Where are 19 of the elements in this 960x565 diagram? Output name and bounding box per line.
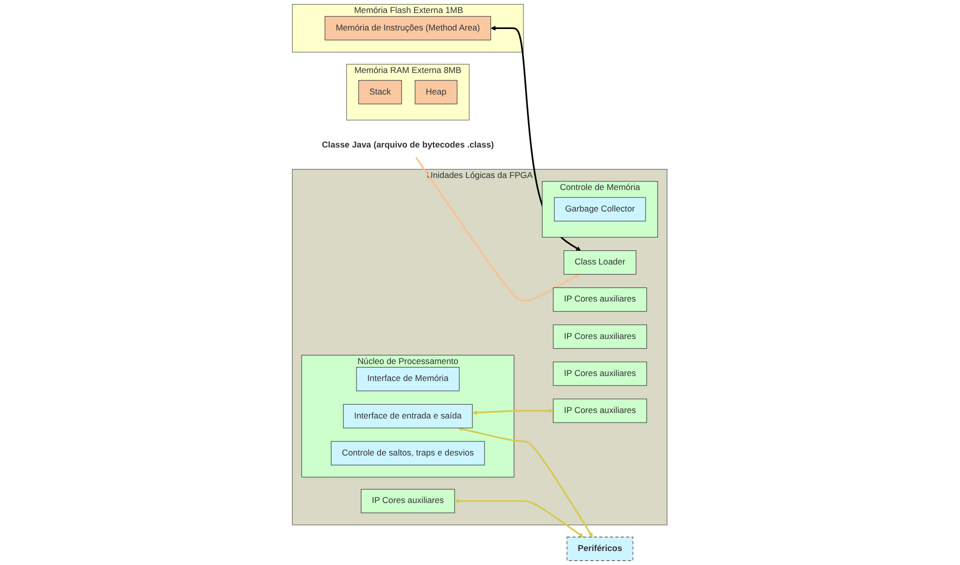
arrow — [458, 426, 594, 538]
node-box: IP Cores auxiliares — [553, 324, 648, 349]
arrow — [416, 156, 580, 302]
node-box: Controle de saltos, traps e desvios — [331, 441, 486, 466]
node-text: Classe Java (arquivo de bytecodes .class) — [322, 140, 494, 150]
node-box: Memória de Instruções (Method Area) — [325, 16, 492, 40]
node-box: Periféricos — [567, 536, 634, 561]
node-box: Heap — [415, 80, 458, 104]
node-box: IP Cores auxiliares — [553, 287, 648, 312]
node-box: Garbage Collector — [554, 197, 646, 222]
node-box: Stack — [358, 80, 402, 104]
arrow — [454, 498, 584, 538]
node-box: Class Loader — [564, 250, 637, 275]
node-box: IP Cores auxiliares — [553, 398, 648, 423]
node-box: IP Cores auxiliares — [361, 488, 456, 514]
node-box: IP Cores auxiliares — [553, 362, 648, 386]
node-box: Interface de entrada e saída — [343, 404, 473, 428]
arrow — [472, 408, 554, 416]
node-box: Interface de Memória — [356, 367, 460, 392]
